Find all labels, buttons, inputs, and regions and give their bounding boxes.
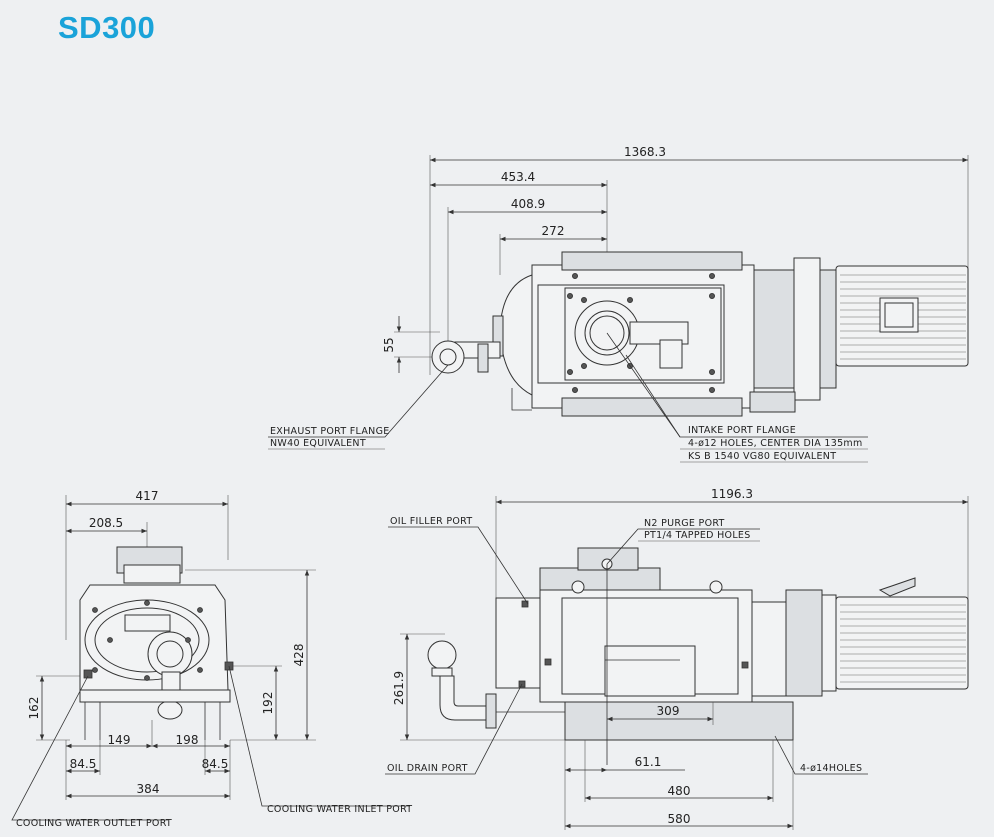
bolt [572, 272, 579, 279]
bolt [572, 386, 579, 393]
port-fitting [544, 658, 552, 666]
bolt [567, 292, 574, 299]
bolt [92, 607, 98, 613]
callout-cooling-inlet: COOLING WATER INLET PORT [267, 804, 412, 815]
bolt [709, 386, 716, 393]
dim-580: 580 [668, 812, 691, 826]
dim-384: 384 [137, 782, 160, 796]
bolt [709, 368, 716, 375]
top-view: 1368.3 453.4 408.9 272 55 [382, 145, 969, 417]
bolt [709, 292, 716, 299]
dim-149: 149 [108, 733, 131, 747]
side-motor [835, 596, 969, 690]
dim-480: 480 [668, 784, 691, 798]
dim-272: 272 [542, 224, 565, 238]
callout-n2-purge-1: N2 PURGE PORT [644, 518, 725, 529]
callout-intake-3: KS B 1540 VG80 EQUIVALENT [688, 451, 836, 462]
bolt [581, 296, 588, 303]
dim-428: 428 [292, 644, 306, 667]
callout-intake-2: 4-ø12 HOLES, CENTER DIA 135mm [688, 438, 863, 449]
callout-oil-drain: OIL DRAIN PORT [387, 763, 468, 774]
dim-453-4: 453.4 [501, 170, 535, 184]
bolt [567, 368, 574, 375]
dim-309: 309 [657, 704, 680, 718]
dim-1368-3: 1368.3 [624, 145, 666, 159]
bolt [627, 296, 634, 303]
port-fitting [741, 661, 749, 669]
callout-intake-1: INTAKE PORT FLANGE [688, 425, 796, 436]
bolt [197, 667, 203, 673]
dim-162: 162 [27, 697, 41, 720]
dim-192: 192 [261, 692, 275, 715]
top-view-callouts: EXHAUST PORT FLANGE NW40 EQUIVALENT INTA… [268, 332, 868, 463]
dim-84-5-right: 84.5 [202, 757, 229, 771]
bolt [144, 600, 150, 606]
bolt [197, 607, 203, 613]
dim-84-5-left: 84.5 [70, 757, 97, 771]
dim-61-1: 61.1 [635, 755, 662, 769]
bolt [581, 362, 588, 369]
bolt [709, 272, 716, 279]
bolt [144, 675, 150, 681]
callout-exhaust-2: NW40 EQUIVALENT [270, 438, 366, 449]
side-view: 1196.3 261.9 309 [385, 487, 969, 830]
callout-oil-filler: OIL FILLER PORT [390, 516, 473, 527]
dim-55: 55 [382, 337, 396, 352]
callout-cooling-outlet: COOLING WATER OUTLET PORT [16, 818, 172, 829]
end-view: 417 208.5 428 192 162 [11, 489, 412, 829]
dim-417: 417 [136, 489, 159, 503]
callout-holes: 4-ø14HOLES [800, 763, 862, 774]
dim-208-5: 208.5 [89, 516, 123, 530]
callout-exhaust-1: EXHAUST PORT FLANGE [270, 426, 390, 437]
callout-n2-purge-2: PT1/4 TAPPED HOLES [644, 530, 751, 541]
bolt [185, 637, 191, 643]
dim-1196-3: 1196.3 [711, 487, 753, 501]
bolt [92, 667, 98, 673]
dim-198: 198 [176, 733, 199, 747]
dim-261-9: 261.9 [392, 671, 406, 705]
bolt [107, 637, 113, 643]
page-title: SD300 [58, 10, 156, 45]
dim-408-9: 408.9 [511, 197, 545, 211]
